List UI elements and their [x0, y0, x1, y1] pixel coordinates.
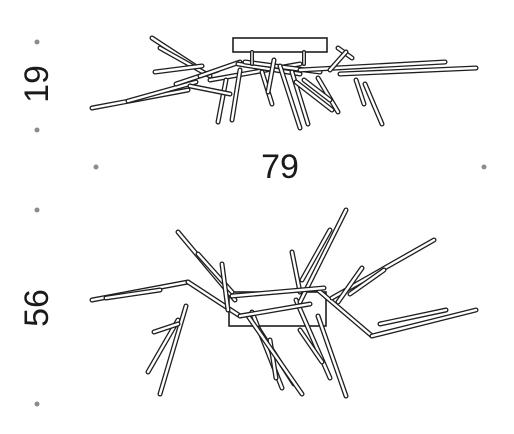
side-rod-15: [215, 77, 229, 125]
top-rod-25: [335, 265, 365, 305]
side-rod-16: [229, 67, 243, 123]
top-rod-26: [237, 301, 313, 319]
top-rod-3: [103, 287, 163, 301]
top-rod-2: [185, 279, 243, 319]
top-rod-13: [245, 313, 305, 397]
side-rod-11: [297, 59, 448, 73]
top-rod-19: [289, 249, 303, 295]
side-rod-24: [353, 77, 367, 107]
top-rod-18: [299, 227, 333, 283]
dimension-dot-width-end: [481, 164, 487, 170]
dimension-dot-bottom-height-end: [34, 401, 40, 407]
dimension-dot-top-height-start: [34, 39, 40, 45]
side-rod-20: [293, 79, 335, 113]
top-rod-16: [297, 327, 325, 365]
top-rod-24: [347, 267, 387, 297]
side-rod-2: [125, 79, 199, 104]
side-canopy: [232, 37, 328, 53]
side-rod-22: [301, 77, 333, 103]
top-rod-17: [297, 207, 349, 305]
height-label-bottom: 56: [18, 289, 56, 327]
dimension-dot-bottom-height-start: [34, 207, 40, 213]
side-rod-25: [187, 83, 233, 97]
side-rod-14: [327, 49, 349, 73]
side-rod-21: [315, 75, 341, 115]
side-rod-12: [337, 65, 479, 77]
dimension-dot-top-height-end: [34, 127, 40, 133]
top-rod-21: [369, 307, 479, 339]
top-rod-27: [229, 285, 327, 299]
side-rod-5: [152, 63, 205, 75]
side-rod-7: [197, 59, 243, 79]
top-rod-8: [145, 317, 181, 375]
top-rod-7: [157, 303, 189, 397]
side-rod-18: [277, 63, 303, 131]
top-rod-6: [219, 261, 231, 313]
height-label-top: 19: [18, 65, 56, 103]
fixture-top-view: [89, 207, 479, 399]
fixture-side-view: [89, 35, 479, 131]
top-rod-20: [315, 287, 375, 339]
width-label: 79: [261, 148, 299, 186]
top-rod-9: [151, 321, 181, 335]
top-rod-22: [377, 307, 449, 327]
top-rod-15: [315, 313, 349, 399]
dimension-dot-width-start: [93, 164, 99, 170]
side-rod-4: [157, 45, 213, 79]
top-rod-14: [293, 297, 333, 381]
side-rod-23: [362, 81, 385, 127]
side-rod-26: [265, 57, 277, 95]
